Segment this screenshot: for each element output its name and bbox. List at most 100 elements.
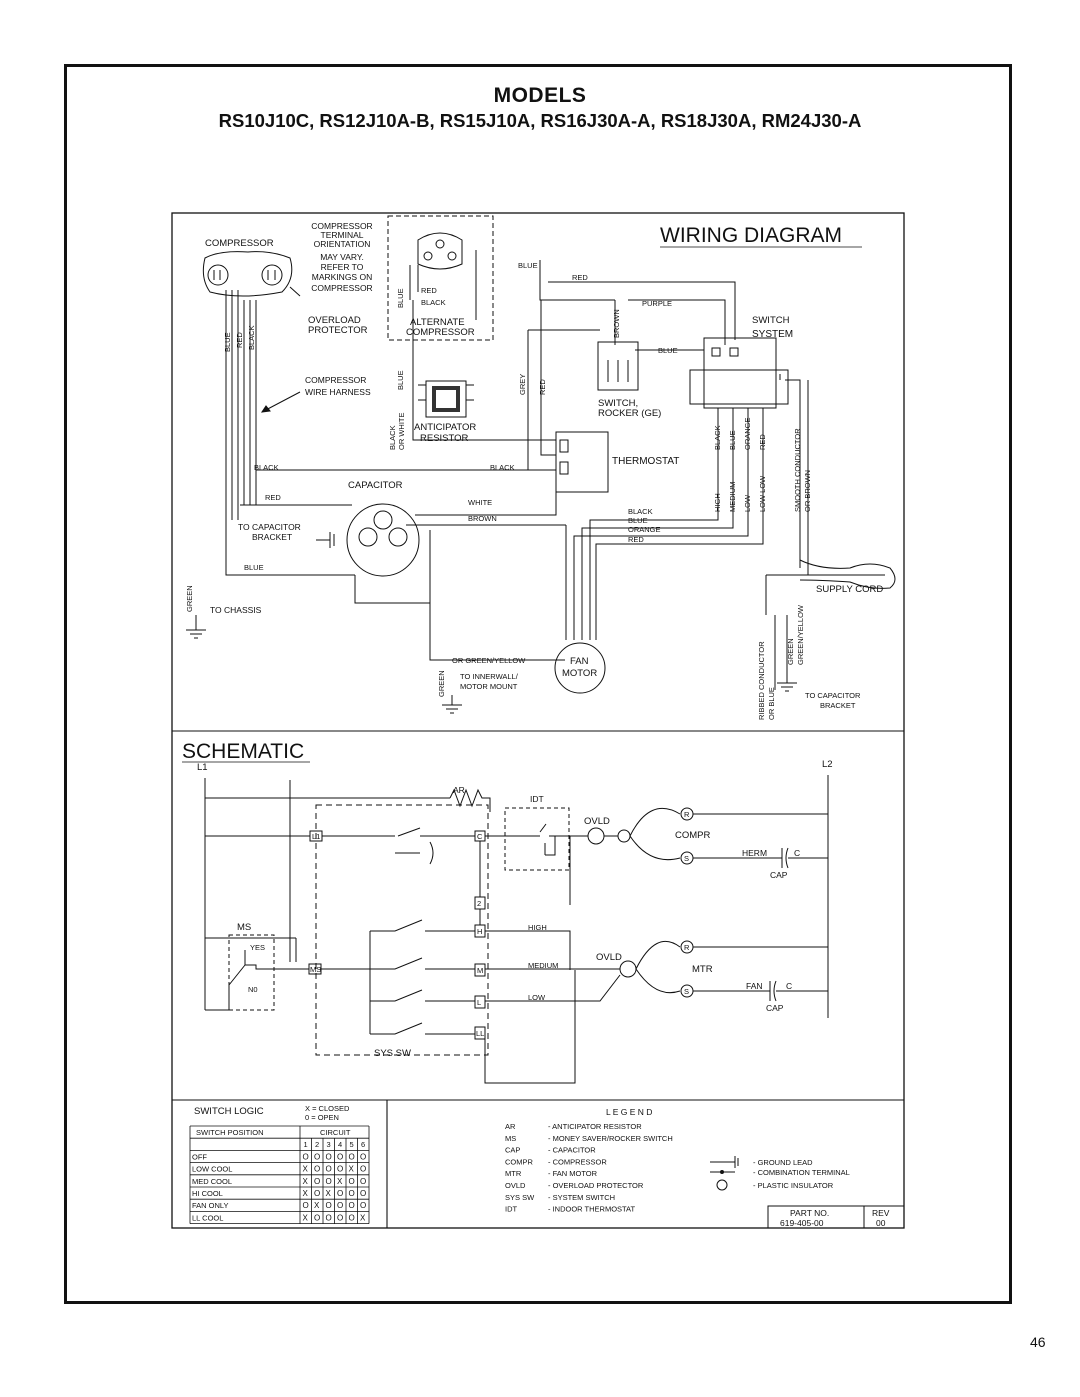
terminal-note-line: REFER TO xyxy=(321,262,364,272)
term-h: H xyxy=(477,927,482,936)
schematic-title: SCHEMATIC xyxy=(182,740,304,763)
capacitor-label: CAPACITOR xyxy=(348,480,403,491)
table-circuit-number: 2 xyxy=(315,1140,319,1149)
table-cell: O xyxy=(314,1152,320,1161)
table-circuit-number: 3 xyxy=(327,1140,331,1149)
fan-cap-label: FAN xyxy=(746,981,763,991)
table-cell: O xyxy=(314,1189,320,1198)
wire-label: RED xyxy=(628,535,644,544)
speed-label: LOW LOW xyxy=(758,475,767,512)
rev-value: 00 xyxy=(876,1218,886,1228)
wire-label: BLACK xyxy=(388,425,397,450)
table-cell: X xyxy=(303,1213,309,1222)
speed-label: LOW xyxy=(743,494,752,512)
table-cell: X xyxy=(349,1165,355,1174)
sys-sw-label: SYS SW xyxy=(374,1048,411,1059)
anticipator-label: ANTICIPATOR xyxy=(414,422,476,433)
table-row-name: LOW COOL xyxy=(192,1165,232,1174)
wire-label: BLACK xyxy=(713,425,722,450)
terminal-note: COMPRESSOR TERMINAL ORIENTATION MAY VARY… xyxy=(311,221,372,293)
term-2: 2 xyxy=(477,899,481,908)
alternate-label: ALTERNATE xyxy=(410,317,465,328)
table-circuit-number: 1 xyxy=(304,1140,308,1149)
table-cell: O xyxy=(326,1152,332,1161)
table-cell: X xyxy=(337,1177,343,1186)
table-row-name: MED COOL xyxy=(192,1177,232,1186)
cap-label: CAP xyxy=(770,870,788,880)
models-list: RS10J10C, RS12J10A-B, RS15J10A, RS16J30A… xyxy=(218,110,862,131)
table-circuit-number: 4 xyxy=(338,1140,342,1149)
wire-label: RED xyxy=(538,379,547,395)
mtr-label: MTR xyxy=(692,964,713,975)
legend-abbr: CAP xyxy=(505,1146,520,1155)
wire-label: WHITE xyxy=(468,498,492,507)
table-cell: O xyxy=(360,1152,366,1161)
wire-label: BLACK xyxy=(628,507,653,516)
table-cell: O xyxy=(303,1152,309,1161)
r-label-2: R xyxy=(684,943,690,952)
legend-desc: - OVERLOAD PROTECTOR xyxy=(548,1181,644,1190)
legend-abbr: AR xyxy=(505,1122,516,1131)
legend-abbr: COMPR xyxy=(505,1157,534,1166)
term-l1: L1 xyxy=(312,832,320,841)
switch-key-closed: X = CLOSED xyxy=(305,1104,350,1113)
wire-label: BLACK xyxy=(247,325,256,350)
no-label: N0 xyxy=(248,985,258,994)
to-cap-bracket-b: TO CAPACITOR xyxy=(805,691,861,700)
inner-wall-label-2: TO INNERWALL/ xyxy=(460,672,519,681)
legend-desc: - SYSTEM SWITCH xyxy=(548,1193,615,1202)
wire-label: BLACK xyxy=(254,463,279,472)
term-m: M xyxy=(477,966,483,975)
legend-abbr: MTR xyxy=(505,1169,522,1178)
table-circuit-number: 5 xyxy=(350,1140,354,1149)
wiring-title: WIRING DIAGRAM xyxy=(660,224,842,247)
yes-label: YES xyxy=(250,943,265,952)
table-cell: O xyxy=(326,1165,332,1174)
wire-label: OR BLUE xyxy=(767,687,776,720)
speed-label: HIGH xyxy=(713,493,722,512)
compressor-label: COMPRESSOR xyxy=(205,238,274,249)
legend-title: L E G E N D xyxy=(606,1107,652,1117)
high-label: HIGH xyxy=(528,923,547,932)
table-cell: O xyxy=(337,1189,343,1198)
table-cell: O xyxy=(360,1165,366,1174)
part-no-value: 619-405-00 xyxy=(780,1218,824,1228)
wire-label: BLUE xyxy=(728,430,737,450)
term-c: C xyxy=(477,832,483,841)
motor-label: MOTOR xyxy=(562,668,597,679)
table-cell: O xyxy=(326,1177,332,1186)
page-number: 46 xyxy=(1030,1334,1046,1350)
table-cell: O xyxy=(349,1201,355,1210)
wire-label: RED xyxy=(235,332,244,348)
r-label: R xyxy=(684,810,690,819)
symbol-combination-terminal: - COMBINATION TERMINAL xyxy=(753,1168,850,1177)
to-cap-bracket-b-2: BRACKET xyxy=(820,701,856,710)
medium-label: MEDIUM xyxy=(528,961,558,970)
legend-desc: - MONEY SAVER/ROCKER SWITCH xyxy=(548,1134,673,1143)
overload-label-2: PROTECTOR xyxy=(308,325,368,336)
harness-label-2: WIRE HARNESS xyxy=(305,387,371,397)
fan-label: FAN xyxy=(570,656,589,667)
low-label: LOW xyxy=(528,993,546,1002)
table-cell: X xyxy=(326,1189,332,1198)
table-row-name: HI COOL xyxy=(192,1189,223,1198)
wire-label: BROWN xyxy=(612,309,621,338)
supply-cord-label: SUPPLY CORD xyxy=(816,584,883,595)
ovld-label-2: OVLD xyxy=(596,952,622,963)
wire-label: BLUE xyxy=(223,332,232,352)
terminal-note-line: COMPRESSOR xyxy=(311,283,372,293)
switch-system-label-2: SYSTEM xyxy=(752,329,793,340)
legend-desc: - COMPRESSOR xyxy=(548,1157,607,1166)
l1-label: L1 xyxy=(197,762,208,773)
compr-label: COMPR xyxy=(675,830,711,841)
wire-label: BLACK xyxy=(490,463,515,472)
table-cell: X xyxy=(303,1177,309,1186)
combination-terminal-dot xyxy=(720,1170,724,1174)
wire-label: RED xyxy=(572,273,588,282)
herm-label: HERM xyxy=(742,848,767,858)
terminal-note-line: TERMINAL xyxy=(321,230,364,240)
table-cell: O xyxy=(337,1165,343,1174)
terminal-note-line: COMPRESSOR xyxy=(311,221,372,231)
s-label: S xyxy=(684,854,689,863)
symbol-plastic-insulator: - PLASTIC INSULATOR xyxy=(753,1181,834,1190)
